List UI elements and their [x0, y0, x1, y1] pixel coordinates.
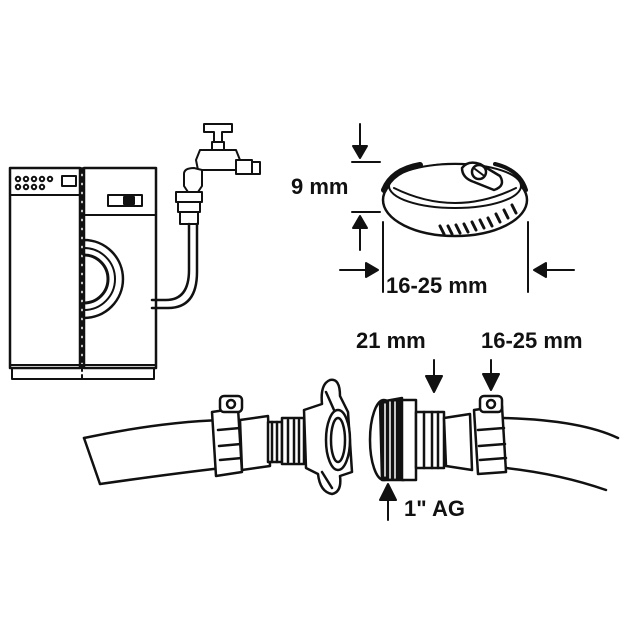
wing-nut — [304, 380, 352, 494]
right-hose — [504, 418, 618, 490]
right-hose-clamp — [474, 396, 506, 474]
left-hose-clamp — [212, 396, 242, 476]
arrow-nut-size — [426, 360, 442, 392]
control-knobs — [16, 176, 76, 189]
left-hose — [84, 420, 222, 484]
dimension-clamp-diameter — [340, 222, 574, 292]
threaded-connector — [370, 398, 472, 480]
left-tail-piece — [240, 416, 304, 470]
nut-size-label: 21 mm — [356, 328, 426, 353]
inlet-hose — [152, 224, 189, 300]
arrow-thread-size — [380, 484, 396, 520]
hose-range-label: 16-25 mm — [481, 328, 583, 353]
inlet-hose-inner — [152, 224, 197, 308]
dimension-clamp-width — [352, 124, 380, 250]
arrow-hose-range — [483, 360, 499, 390]
washing-machine — [10, 168, 156, 379]
faucet — [176, 124, 260, 224]
clamp-slots — [440, 205, 516, 234]
clamp-width-label: 9 mm — [291, 174, 349, 199]
hose-clamp — [383, 163, 527, 236]
thread-size-label: 1" AG — [404, 496, 465, 521]
clamp-diameter-label: 16-25 mm — [386, 273, 488, 298]
